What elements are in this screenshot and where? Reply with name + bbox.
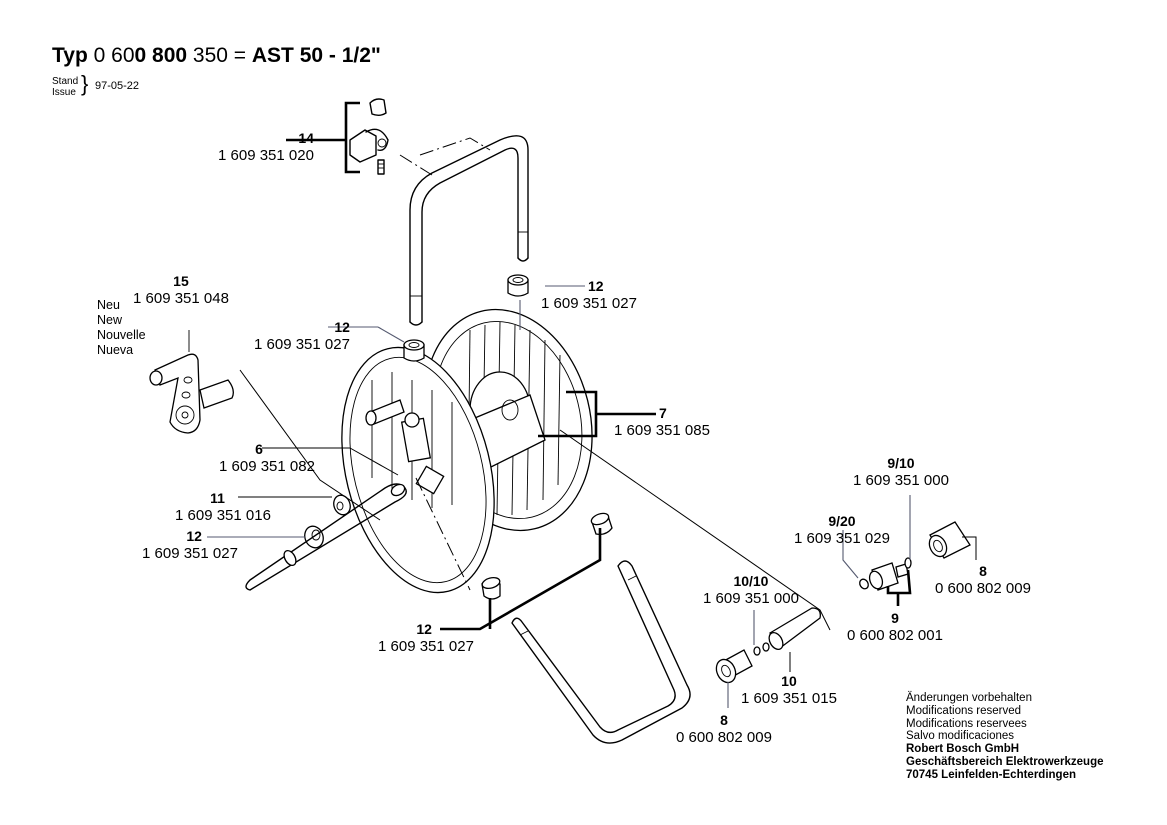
notice-es: Salvo modificaciones xyxy=(906,730,1015,743)
title-model: AST 50 - 1/2" xyxy=(251,44,381,67)
callout-12-top-left: 12 1 609 351 027 xyxy=(254,319,350,353)
brace-icon: } xyxy=(81,71,89,96)
part-number: 9/10 xyxy=(887,455,915,471)
part-order-number: 1 609 351 027 xyxy=(378,638,474,655)
title-number-part-b: 0 800 xyxy=(134,44,188,67)
part-order-number: 1 609 351 082 xyxy=(219,458,315,475)
issue-label-issue: Issue xyxy=(52,87,76,98)
part-order-number: 1 609 351 016 xyxy=(175,507,271,524)
knob-nut-bottom-right-drawing xyxy=(590,512,613,536)
callout-11: 11 1 609 351 016 xyxy=(175,490,271,524)
part-number: 12 xyxy=(588,278,604,294)
issue-label-stand: Stand xyxy=(52,76,79,87)
knob-nut-bottom-drawing xyxy=(481,576,501,600)
company-name: Robert Bosch GmbH xyxy=(906,743,1020,756)
part-number: 15 xyxy=(173,273,189,289)
issue-date: 97-05-22 xyxy=(95,80,140,92)
inlet-nipple-drawing xyxy=(753,607,821,656)
crank-handle-drawing xyxy=(149,330,234,434)
part-number: 12 xyxy=(334,319,350,335)
part-order-number: 0 600 802 009 xyxy=(676,729,772,746)
issue-block: Stand Issue } 97-05-22 xyxy=(52,73,139,99)
title-number-part-c: 350 = xyxy=(187,44,252,67)
knob-nut-top-right-drawing xyxy=(507,274,529,330)
part-order-number: 1 609 351 000 xyxy=(703,590,799,607)
part-order-number: 1 609 351 027 xyxy=(254,336,350,353)
top-frame xyxy=(399,135,529,326)
callout-9: 9 0 600 802 001 xyxy=(847,610,943,644)
part-number: 14 xyxy=(298,130,314,146)
note-de: Neu xyxy=(97,298,120,312)
callout-14: 14 1 609 351 020 xyxy=(218,130,314,164)
part-number: 9 xyxy=(891,610,899,626)
notice-fr: Modifications reservees xyxy=(906,717,1027,730)
callout-12-left: 12 1 609 351 027 xyxy=(142,528,238,562)
reel-front-disc xyxy=(341,346,495,594)
part-order-number: 0 600 802 001 xyxy=(847,627,943,644)
part-order-number: 1 609 351 027 xyxy=(541,295,637,312)
quick-coupling-right-drawing xyxy=(928,521,971,559)
hose-connector-drawing xyxy=(859,557,912,606)
note-fr: Nouvelle xyxy=(97,328,146,342)
callout-10-10: 10/10 1 609 351 000 xyxy=(703,573,799,607)
notice-de: Änderungen vorbehalten xyxy=(906,692,1032,704)
leader-lines xyxy=(207,285,977,708)
callout-7: 7 1 609 351 085 xyxy=(614,405,710,439)
part-order-number: 1 609 351 020 xyxy=(218,147,314,164)
part-order-number: 1 609 351 085 xyxy=(614,422,710,439)
callout-8-right: 8 0 600 802 009 xyxy=(935,563,1031,597)
part-number: 11 xyxy=(210,490,225,506)
callout-9-20: 9/20 1 609 351 029 xyxy=(794,513,890,547)
part-number: 8 xyxy=(720,712,728,728)
part-order-number: 0 600 802 009 xyxy=(935,580,1031,597)
callout-8-bottom: 8 0 600 802 009 xyxy=(676,712,772,746)
callout-6: 6 1 609 351 082 xyxy=(219,441,315,475)
callout-15: 15 1 609 351 048 xyxy=(133,273,229,307)
feed-tube-drawing xyxy=(245,483,407,591)
part-order-number: 1 609 351 015 xyxy=(741,690,837,707)
part-order-number: 1 609 351 000 xyxy=(853,472,949,489)
title-number-part-a: 0 60 xyxy=(93,44,135,67)
part-number: 10/10 xyxy=(733,573,769,589)
note-es: Nueva xyxy=(97,343,134,357)
callout-12-bottom: 12 1 609 351 027 xyxy=(378,621,474,655)
part-order-number: 1 609 351 027 xyxy=(142,545,238,562)
new-part-note: Neu New Nouvelle Nueva xyxy=(97,298,146,358)
part-number: 6 xyxy=(255,441,263,457)
notice-en: Modifications reserved xyxy=(906,704,1022,717)
part-number: 8 xyxy=(979,563,987,579)
part-number: 10 xyxy=(781,673,797,689)
part-order-number: 1 609 351 048 xyxy=(133,290,229,307)
callout-10: 10 1 609 351 015 xyxy=(741,673,837,707)
part-number: 12 xyxy=(416,621,432,637)
clamp-bracket-drawing xyxy=(286,98,389,175)
title-prefix: Typ xyxy=(52,44,88,67)
company-division: Geschäftsbereich Elektrowerkzeuge xyxy=(906,755,1104,768)
part-number: 9/20 xyxy=(828,513,856,529)
company-address: 70745 Leinfelden-Echterdingen xyxy=(906,768,1076,781)
bottom-frame xyxy=(511,560,691,744)
callout-9-10: 9/10 1 609 351 000 xyxy=(853,455,949,489)
part-number: 12 xyxy=(186,528,202,544)
part-order-number: 1 609 351 029 xyxy=(794,530,890,547)
knob-nut-top-left-drawing xyxy=(403,339,425,362)
footer-notice: Änderungen vorbehalten Modifications res… xyxy=(906,692,1104,782)
cap-nut-drawing xyxy=(333,494,351,516)
callout-12-top-right: 12 1 609 351 027 xyxy=(541,278,637,312)
part-number: 7 xyxy=(659,405,667,421)
quick-coupling-bottom-drawing xyxy=(715,649,753,684)
page-title: Typ 0 600 800 350 = AST 50 - 1/2" xyxy=(52,44,381,68)
note-en: New xyxy=(97,313,123,327)
